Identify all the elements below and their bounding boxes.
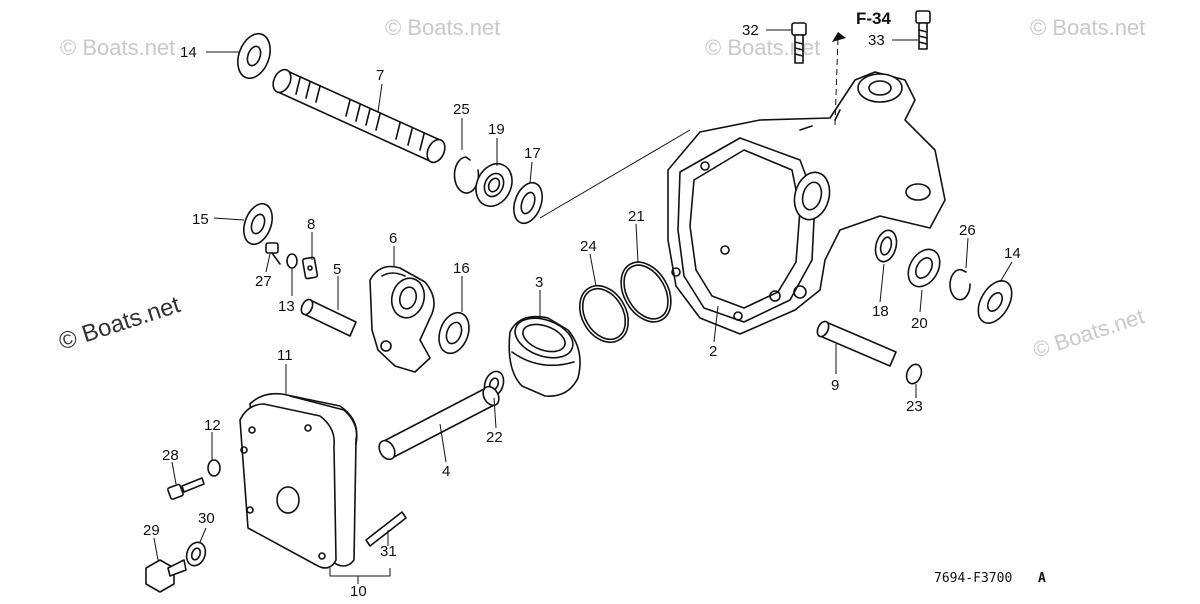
callout-17: 17	[524, 145, 541, 162]
watermark: © Boats.net	[60, 35, 175, 60]
callout-16: 16	[453, 260, 470, 277]
arrow-icon	[832, 32, 846, 42]
part-7-shaft[interactable]	[270, 67, 449, 166]
callout-10: 10	[350, 583, 367, 599]
leader-lines	[153, 29, 1013, 584]
callout-25: 25	[453, 101, 470, 118]
part-32-bolt[interactable]	[791, 22, 807, 64]
callout-28: 28	[162, 447, 179, 464]
part-14-washer-right[interactable]	[971, 275, 1018, 329]
part-10-cover[interactable]	[239, 392, 358, 569]
part-20-bearing[interactable]	[902, 244, 946, 293]
callout-22: 22	[486, 429, 503, 446]
part-15-washer[interactable]	[239, 200, 278, 248]
callout-6: 6	[389, 230, 397, 247]
part-21-o-ring[interactable]	[611, 253, 681, 330]
callout-11: 11	[277, 347, 293, 364]
part-8-clip[interactable]	[301, 256, 319, 280]
callout-21: 21	[628, 208, 645, 225]
callout-9: 9	[831, 377, 839, 394]
callout-4: 4	[442, 463, 450, 480]
callout-23: 23	[906, 398, 923, 415]
callout-7: 7	[376, 67, 384, 84]
callout-18: 18	[872, 303, 889, 320]
callout-29: 29	[143, 522, 160, 539]
callout-3: 3	[535, 274, 543, 291]
callout-13: 13	[278, 298, 295, 315]
callout-27: 27	[255, 273, 272, 290]
part-26-snap-ring[interactable]	[949, 268, 971, 301]
part-29-plug[interactable]	[145, 559, 187, 593]
callout-14-right: 14	[1004, 245, 1021, 262]
callouts: 14 7 25 19 17 15 8 6 5 27 13 16 3 24 21 …	[143, 9, 1021, 600]
watermark: © Boats.net	[385, 15, 500, 40]
callout-24: 24	[580, 238, 597, 255]
part-25-snap-ring[interactable]	[453, 156, 480, 194]
callout-5: 5	[333, 261, 341, 278]
callout-8: 8	[307, 216, 315, 233]
part-23-ring[interactable]	[904, 362, 924, 386]
part-4-shaft[interactable]	[376, 384, 502, 462]
callout-33: 33	[868, 32, 885, 49]
callout-2: 2	[709, 343, 717, 360]
part-12-washer[interactable]	[207, 459, 221, 477]
part-18-seal[interactable]	[872, 228, 900, 264]
diagram-code-suffix: A	[1038, 571, 1046, 586]
part-16-washer[interactable]	[434, 308, 475, 357]
callout-31: 31	[380, 543, 397, 560]
part-5-pin[interactable]	[299, 298, 357, 337]
part-24-o-ring[interactable]	[570, 277, 638, 351]
part-6-shift-cam[interactable]	[369, 265, 435, 373]
part-31-pin[interactable]	[365, 511, 407, 547]
part-14-washer[interactable]	[232, 29, 276, 82]
part-13-washer[interactable]	[286, 253, 298, 269]
watermark-main: © Boats.net	[56, 291, 184, 356]
part-17-washer[interactable]	[509, 179, 548, 227]
part-3-clutch[interactable]	[508, 311, 581, 397]
part-30-washer[interactable]	[183, 540, 208, 569]
watermark: © Boats.net	[1030, 303, 1147, 362]
callout-19: 19	[488, 121, 505, 138]
part-9-pin[interactable]	[815, 320, 897, 367]
page-reference: F-34	[856, 9, 892, 28]
part-27-bolt[interactable]	[265, 242, 281, 265]
diagram-code: 7694-F3700	[934, 571, 1012, 586]
callout-12: 12	[204, 417, 221, 434]
callout-20: 20	[911, 315, 928, 332]
part-19-bearing[interactable]	[469, 158, 518, 212]
part-28-bolt[interactable]	[167, 477, 205, 500]
callout-14: 14	[180, 44, 197, 61]
part-2-gear-case[interactable]	[667, 71, 946, 335]
callout-30: 30	[198, 510, 215, 527]
callout-15: 15	[192, 211, 209, 228]
watermark: © Boats.net	[1030, 15, 1145, 40]
callout-26: 26	[959, 222, 976, 239]
part-33-bolt[interactable]	[915, 10, 931, 50]
callout-32: 32	[742, 22, 759, 39]
